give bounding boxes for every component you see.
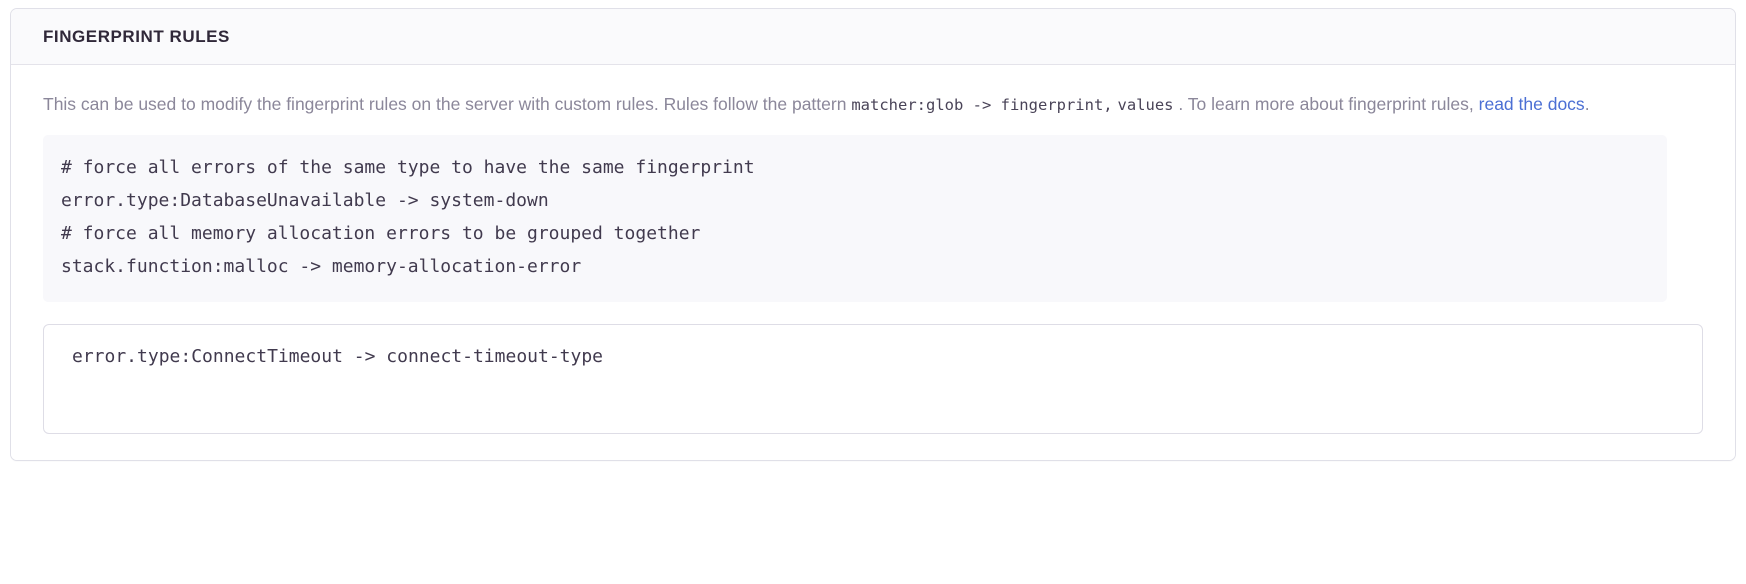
example-line: error.type:DatabaseUnavailable -> system…	[61, 189, 549, 211]
example-line: stack.function:malloc -> memory-allocati…	[61, 256, 582, 278]
fingerprint-rules-panel: FINGERPRINT RULES This can be used to mo…	[10, 8, 1736, 461]
example-line: # force all memory allocation errors to …	[61, 223, 701, 245]
inline-code-pattern: matcher:glob -> fingerprint,	[851, 96, 1113, 115]
description-trailing-period: .	[1584, 94, 1590, 115]
panel-description: This can be used to modify the fingerpri…	[43, 89, 1703, 120]
example-line: # force all errors of the same type to h…	[61, 156, 755, 178]
inline-code-values: values	[1117, 96, 1174, 115]
description-middle-text: . To learn more about fingerprint rules,	[1178, 94, 1474, 115]
panel-body: This can be used to modify the fingerpri…	[11, 65, 1735, 460]
fingerprint-rules-input[interactable]	[43, 323, 1703, 434]
read-the-docs-link[interactable]: read the docs	[1478, 94, 1585, 115]
panel-header: FINGERPRINT RULES	[11, 9, 1735, 66]
description-lead-text: This can be used to modify the fingerpri…	[43, 94, 847, 115]
page-title: FINGERPRINT RULES	[43, 27, 230, 46]
example-rules-block: # force all errors of the same type to h…	[43, 134, 1667, 302]
